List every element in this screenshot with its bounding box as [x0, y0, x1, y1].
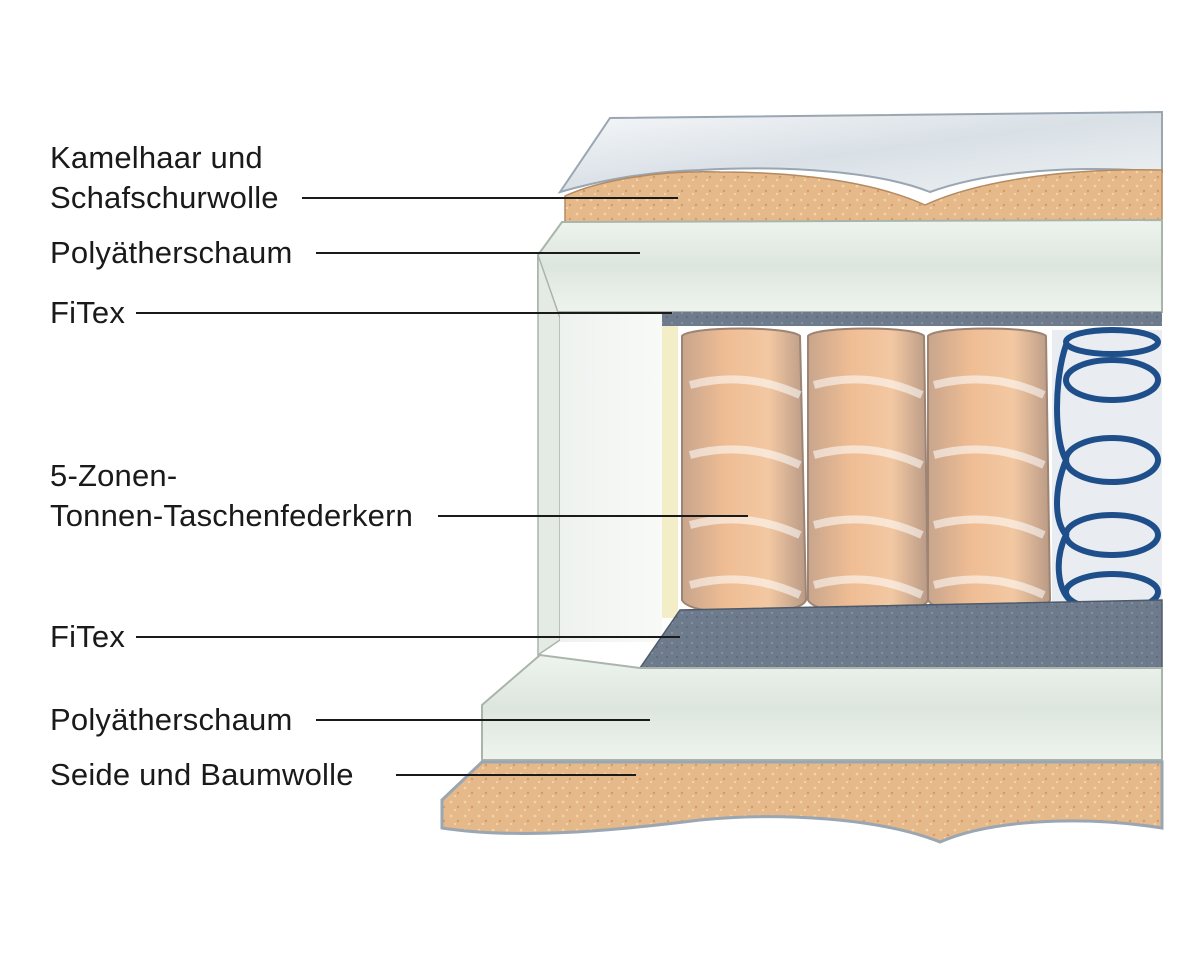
top-fiber-layer — [564, 169, 1163, 223]
label-fitex-top: FiTex — [50, 295, 126, 330]
pocket-springs — [681, 327, 1052, 615]
label-kamelhaar-line1: Kamelhaar und — [50, 140, 263, 175]
pocket-spring-2 — [807, 327, 930, 615]
label-kamelhaar: Kamelhaar und Schafschurwolle — [50, 138, 279, 218]
bottom-fiber-layer — [440, 760, 1164, 844]
inner-shadow — [662, 318, 678, 618]
top-foam-layer — [537, 218, 1163, 313]
bottom-foam-layer — [481, 653, 1163, 761]
exposed-spring — [1052, 327, 1162, 620]
pocket-spring-1 — [681, 327, 808, 615]
label-fitex-bottom: FiTex — [50, 619, 126, 654]
label-kamelhaar-line2: Schafschurwolle — [50, 180, 279, 215]
top-fitex-layer — [662, 312, 1162, 326]
label-seide: Seide und Baumwolle — [50, 757, 354, 792]
label-polyaether-top: Polyätherschaum — [50, 235, 293, 270]
label-taschenfederkern: 5-Zonen- Tonnen-Taschenfederkern — [50, 456, 413, 536]
leader-lines — [136, 197, 748, 776]
bottom-fitex-layer — [638, 599, 1163, 669]
pocket-spring-3 — [927, 327, 1052, 615]
side-panel — [537, 254, 561, 657]
label-taschenfederkern-line1: 5-Zonen- — [50, 458, 178, 493]
label-polyaether-bottom: Polyätherschaum — [50, 702, 293, 737]
label-taschenfederkern-line2: Tonnen-Taschenfederkern — [50, 498, 414, 533]
top-cover-panel — [557, 110, 1163, 194]
side-inner-face — [560, 312, 662, 642]
